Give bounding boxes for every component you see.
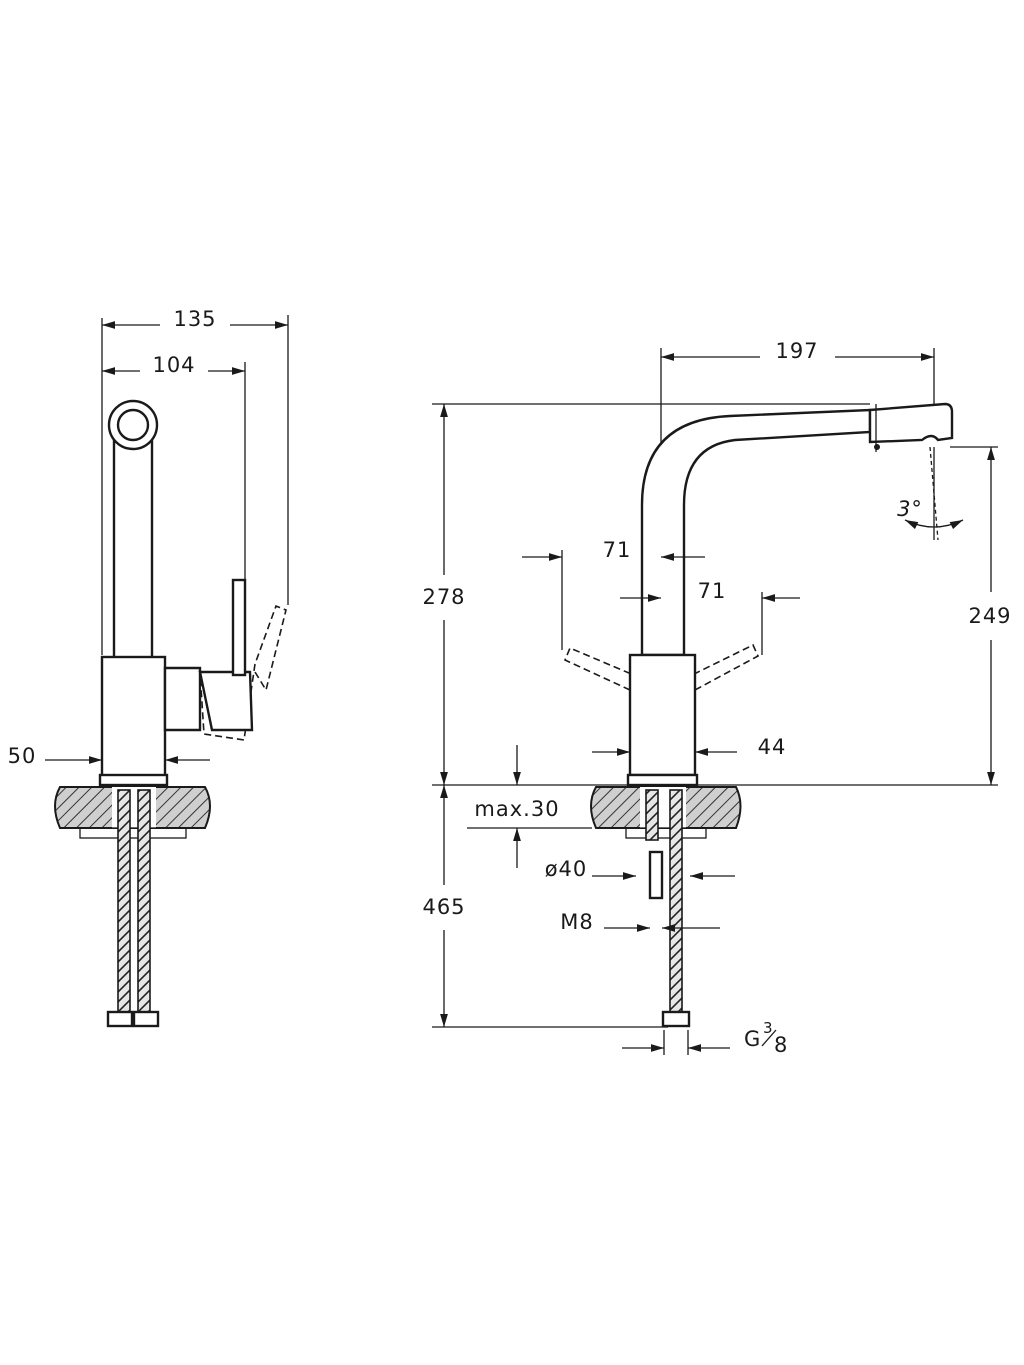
dim-465-label: 465	[422, 895, 465, 919]
side-cartridge-housing	[163, 666, 202, 732]
side-body	[100, 655, 167, 779]
dim-135-label: 135	[173, 307, 216, 331]
side-view: 135 104 50	[8, 307, 289, 1028]
dim-g38-label: G 3 8	[744, 1019, 788, 1057]
front-view: 197 278 249 3° 71 71	[422, 339, 1011, 1057]
front-hose-left-upper	[645, 789, 659, 841]
dim-g38-slash	[761, 1029, 777, 1047]
dim-249-label: 249	[968, 604, 1011, 628]
dim-g38-denominator: 8	[774, 1033, 788, 1057]
dim-40-label: ø40	[545, 857, 588, 881]
front-body	[628, 653, 697, 777]
side-lever-stem	[231, 578, 247, 677]
dim-g38-numerator: 3	[763, 1019, 773, 1037]
side-hose-nut-right	[132, 1010, 160, 1028]
dim-104-label: 104	[152, 353, 195, 377]
dim-197-label: 197	[775, 339, 818, 363]
side-hose-right	[137, 789, 151, 1016]
front-spout-pipe	[640, 408, 872, 657]
dim-71-right-label: 71	[698, 579, 727, 603]
front-spout-head	[868, 402, 954, 444]
front-hose-right	[669, 789, 683, 1016]
front-threaded-stud	[648, 850, 664, 900]
angle-3-label: 3°	[897, 497, 923, 521]
front-fixing-plate	[625, 827, 707, 839]
side-hose-left	[117, 789, 131, 1016]
dim-g38-prefix: G	[744, 1027, 761, 1051]
dim-50-label: 50	[8, 744, 37, 768]
front-lever-right-dashed	[689, 643, 760, 692]
side-spout-inner-ring	[116, 408, 150, 442]
dim-278-label: 278	[422, 585, 465, 609]
side-fixing-plate	[79, 827, 187, 839]
front-spout-button	[874, 444, 880, 450]
dim-71-left-label: 71	[603, 538, 632, 562]
front-hose-nut	[661, 1010, 691, 1028]
front-lever-left-dashed	[563, 646, 638, 692]
side-hose-nut-left	[106, 1010, 134, 1028]
dim-max30-label: max.30	[474, 797, 559, 821]
front-base-ring	[626, 773, 699, 787]
dim-m8-label: M8	[560, 910, 593, 934]
angle-arc-3	[904, 519, 964, 530]
dim-44-label: 44	[758, 735, 787, 759]
side-spout-pipe	[112, 422, 154, 660]
side-base-ring	[98, 773, 169, 787]
